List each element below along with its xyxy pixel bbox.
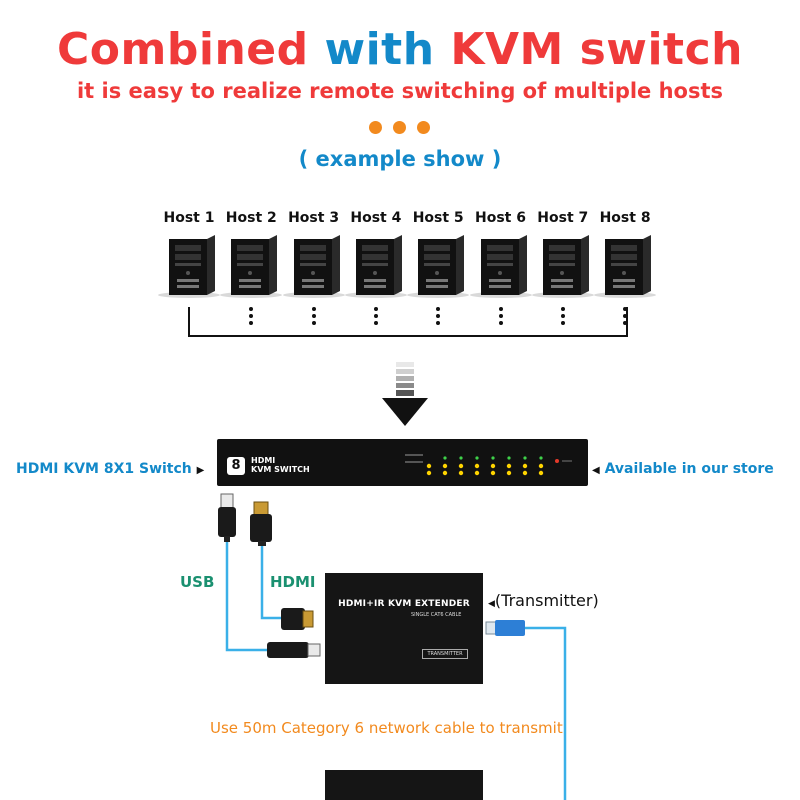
switch-led-panel (405, 454, 572, 476)
dot-icon (249, 314, 254, 318)
computer-tower-icon (542, 235, 589, 295)
dot-icon (249, 321, 254, 325)
dot-icon (623, 321, 628, 325)
pointer-left-icon: ◀ (488, 599, 495, 609)
dot-icon (373, 314, 378, 318)
dot-icon (560, 307, 565, 311)
computer-tower-icon (480, 235, 527, 295)
title-kvm-switch: KVM switch (450, 24, 743, 75)
network-cable (525, 626, 567, 800)
switch-brand: HDMI KVM SWITCH (251, 456, 310, 474)
hdmi-label: HDMI (270, 573, 316, 591)
dot-icon (560, 321, 565, 325)
hdmi-plug-icon (250, 501, 272, 546)
host-label: Host 7 (537, 210, 589, 226)
dot-icon (623, 314, 628, 318)
title-with: with (324, 24, 435, 75)
page-title: Combined with KVM switch (0, 22, 800, 78)
kvm-extender-transmitter: HDMI+IR KVM EXTENDER SINGLE CAT6 CABLE T… (325, 573, 483, 684)
computer-tower-icon (418, 235, 465, 295)
page-subtitle: it is easy to realize remote switching o… (76, 79, 724, 103)
dot-icon (393, 121, 406, 134)
computer-tower-icon (231, 235, 278, 295)
dot-icon (560, 314, 565, 318)
dot-icon (623, 307, 628, 311)
switch-brand-line2: KVM SWITCH (251, 465, 310, 474)
dot-icon (311, 314, 316, 318)
dot-icon (436, 321, 441, 325)
connection-dots (249, 307, 254, 327)
dot-icon (498, 321, 503, 325)
dot-icon (436, 314, 441, 318)
down-arrow-icon (382, 362, 428, 426)
hdmi-plug-bottom-icon (281, 608, 314, 630)
availability-label: ◀ Available in our store (592, 461, 774, 477)
connection-dots (436, 307, 441, 327)
rj45-plug-icon (485, 620, 525, 636)
host-label: Host 3 (288, 210, 340, 226)
connection-dots (560, 307, 565, 327)
kvm-extender-receiver (325, 770, 483, 800)
separator-dots (369, 121, 433, 135)
dot-icon (311, 321, 316, 325)
connection-dots (373, 307, 378, 327)
connection-dots (498, 307, 503, 327)
connection-dots (623, 307, 628, 327)
network-cable-note: Use 50m Category 6 network cable to tran… (210, 719, 563, 737)
kvm-switch-device: 8 HDMI KVM SWITCH (217, 439, 588, 486)
hosts-bracket (188, 307, 628, 337)
extender-title: HDMI+IR KVM EXTENDER (338, 599, 470, 609)
computer-tower-icon (169, 235, 215, 295)
transmitter-text: (Transmitter) (494, 591, 599, 610)
transmitter-label: ◀(Transmitter) (488, 591, 599, 610)
dot-icon (369, 121, 382, 134)
host-label: Host 8 (599, 210, 651, 226)
dot-icon (373, 321, 378, 325)
extender-subtitle: SINGLE CAT6 CABLE (411, 612, 462, 618)
pointer-left-icon: ◀ (592, 465, 600, 476)
hdmi-cable (260, 545, 282, 620)
computer-tower-icon (355, 235, 402, 295)
host-label: Host 4 (350, 210, 402, 226)
dot-icon (498, 314, 503, 318)
dot-icon (373, 307, 378, 311)
host-label: Host 6 (475, 210, 526, 226)
title-combined: Combined (57, 24, 309, 75)
switch-name-text: HDMI KVM 8X1 Switch (16, 461, 192, 477)
host-label: Host 5 (412, 210, 464, 226)
computer-tower-icon (605, 235, 652, 295)
dot-icon (417, 121, 430, 134)
host-label: Host 1 (163, 210, 215, 226)
usb-plug-bottom-icon (267, 642, 321, 658)
extender-tag: TRANSMITTER (422, 649, 468, 659)
usb-plug-icon (218, 493, 236, 542)
usb-cable (225, 540, 268, 652)
computer-tower-icon (293, 235, 340, 295)
dot-icon (498, 307, 503, 311)
switch-name-label: HDMI KVM 8X1 Switch ▶ (16, 461, 204, 477)
switch-badge: 8 (227, 457, 245, 475)
switch-brand-line1: HDMI (251, 456, 276, 465)
pointer-right-icon: ▶ (196, 465, 205, 476)
availability-text: Available in our store (604, 461, 774, 477)
connection-dots (311, 307, 316, 327)
dot-icon (249, 307, 254, 311)
dot-icon (311, 307, 316, 311)
dot-icon (436, 307, 441, 311)
usb-label: USB (180, 573, 215, 591)
example-show-heading: ( example show ) (298, 147, 502, 171)
host-label: Host 2 (225, 210, 277, 226)
